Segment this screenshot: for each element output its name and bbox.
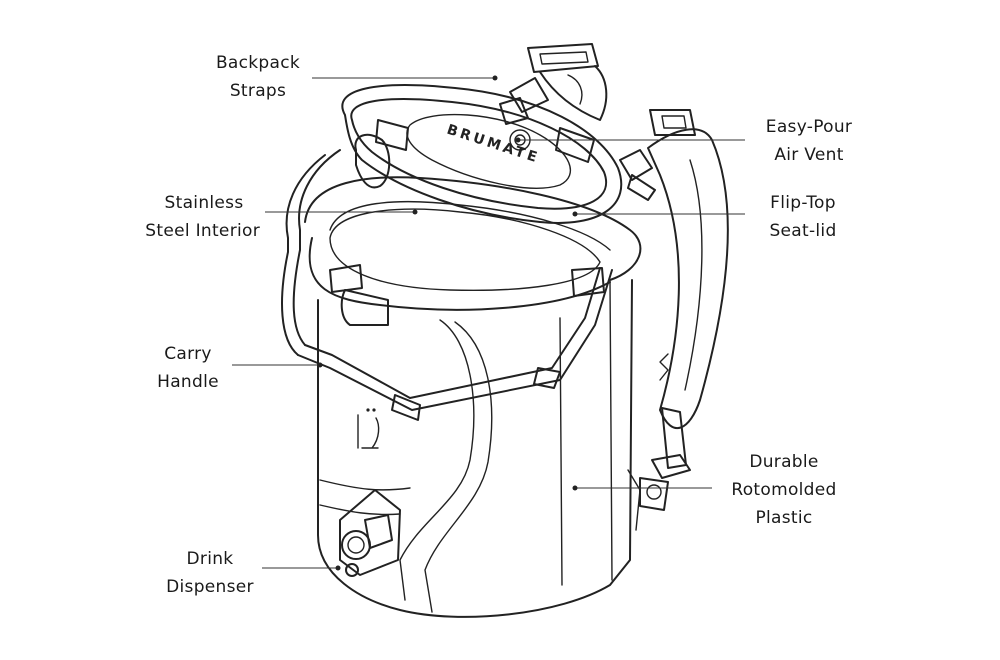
label-drink-dispenser: Drink Dispenser (160, 545, 260, 601)
label-easy-pour-air-vent: Easy-Pour Air Vent (750, 113, 868, 169)
label-line: Backpack (215, 53, 301, 73)
label-line: Steel Interior (145, 221, 260, 241)
label-backpack-straps: Backpack Straps (208, 49, 308, 105)
cooler-body (304, 176, 642, 618)
label-line: Carry (164, 344, 212, 364)
label-carry-handle: Carry Handle (146, 340, 230, 396)
label-line: Durable (749, 452, 819, 472)
label-line: Rotomolded (731, 480, 837, 500)
label-line: Drink (186, 549, 234, 569)
right-backpack-strap (619, 109, 729, 531)
label-line: Straps (229, 81, 287, 101)
label-line: Handle (157, 372, 219, 392)
label-flip-top-seat-lid: Flip-Top Seat-lid (752, 189, 854, 245)
label-line: Air Vent (774, 145, 844, 165)
callout-leaders (232, 75, 745, 571)
label-line: Stainless (164, 193, 244, 213)
label-durable-rotomolded-plastic: Durable Rotomolded Plastic (720, 448, 848, 532)
label-line: Dispenser (166, 577, 254, 597)
drink-dispenser-spigot (339, 489, 401, 577)
carry-handle-illustration (281, 149, 613, 421)
label-line: Flip-Top (770, 193, 836, 213)
label-line: Easy-Pour (765, 117, 853, 137)
label-line: Plastic (755, 508, 813, 528)
label-line: Seat-lid (769, 221, 837, 241)
label-stainless-steel-interior: Stainless Steel Interior (128, 189, 260, 245)
